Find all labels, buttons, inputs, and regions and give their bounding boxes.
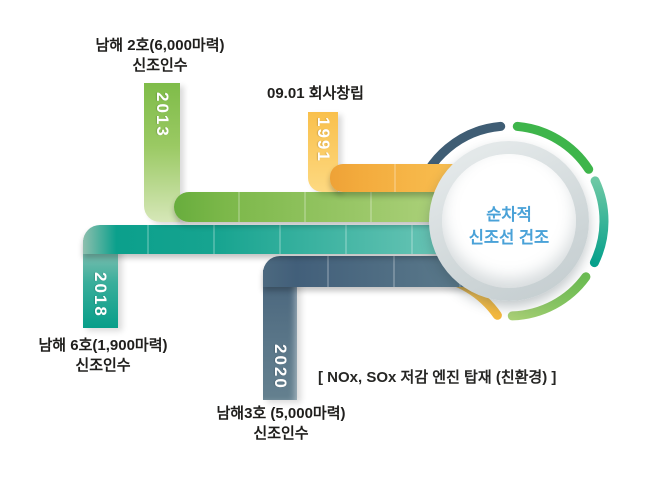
eco-engine-footnote: [ NOx, SOx 저감 엔진 탑재 (친환경) ] (318, 369, 557, 386)
year-label-2018: 2018 (91, 272, 110, 318)
event-label-1991: 09.01 회사창립 (267, 84, 467, 104)
event-subtitle-2020: 신조인수 (253, 425, 309, 442)
goal-text: 순차적 신조선 건조 (429, 204, 589, 250)
arc-light-green (507, 272, 591, 321)
arc-green (512, 121, 594, 174)
event-label-2020: 남해3호 (5,000마력) 신조인수 (185, 404, 377, 444)
event-subtitle-2013: 신조인수 (132, 57, 188, 74)
year-label-2020: 2020 (271, 344, 290, 390)
goal-line2: 신조선 건조 (468, 229, 550, 247)
center-ring-inner (442, 154, 576, 288)
ribbon-2018-horizontal (83, 225, 500, 254)
ribbon-2018-vertical (83, 240, 118, 328)
event-title-2018: 남해 6호(1,900마력) (38, 337, 168, 354)
arc-teal (589, 176, 609, 268)
event-label-2018: 남해 6호(1,900마력) 신조인수 (15, 336, 191, 376)
event-subtitle-2018: 신조인수 (75, 357, 131, 374)
goal-line1: 순차적 (486, 206, 532, 224)
event-title-1991: 09.01 회사창립 (267, 85, 364, 102)
ribbon-2013-vertical (144, 83, 180, 222)
event-title-2013: 남해 2호(6,000마력) (95, 37, 225, 54)
year-label-1991: 1991 (314, 117, 333, 163)
event-title-2020: 남해3호 (5,000마력) (216, 405, 346, 422)
event-label-2013: 남해 2호(6,000마력) 신조인수 (75, 36, 245, 76)
year-label-2013: 2013 (153, 92, 172, 138)
ribbon-2020-vertical (263, 270, 297, 400)
